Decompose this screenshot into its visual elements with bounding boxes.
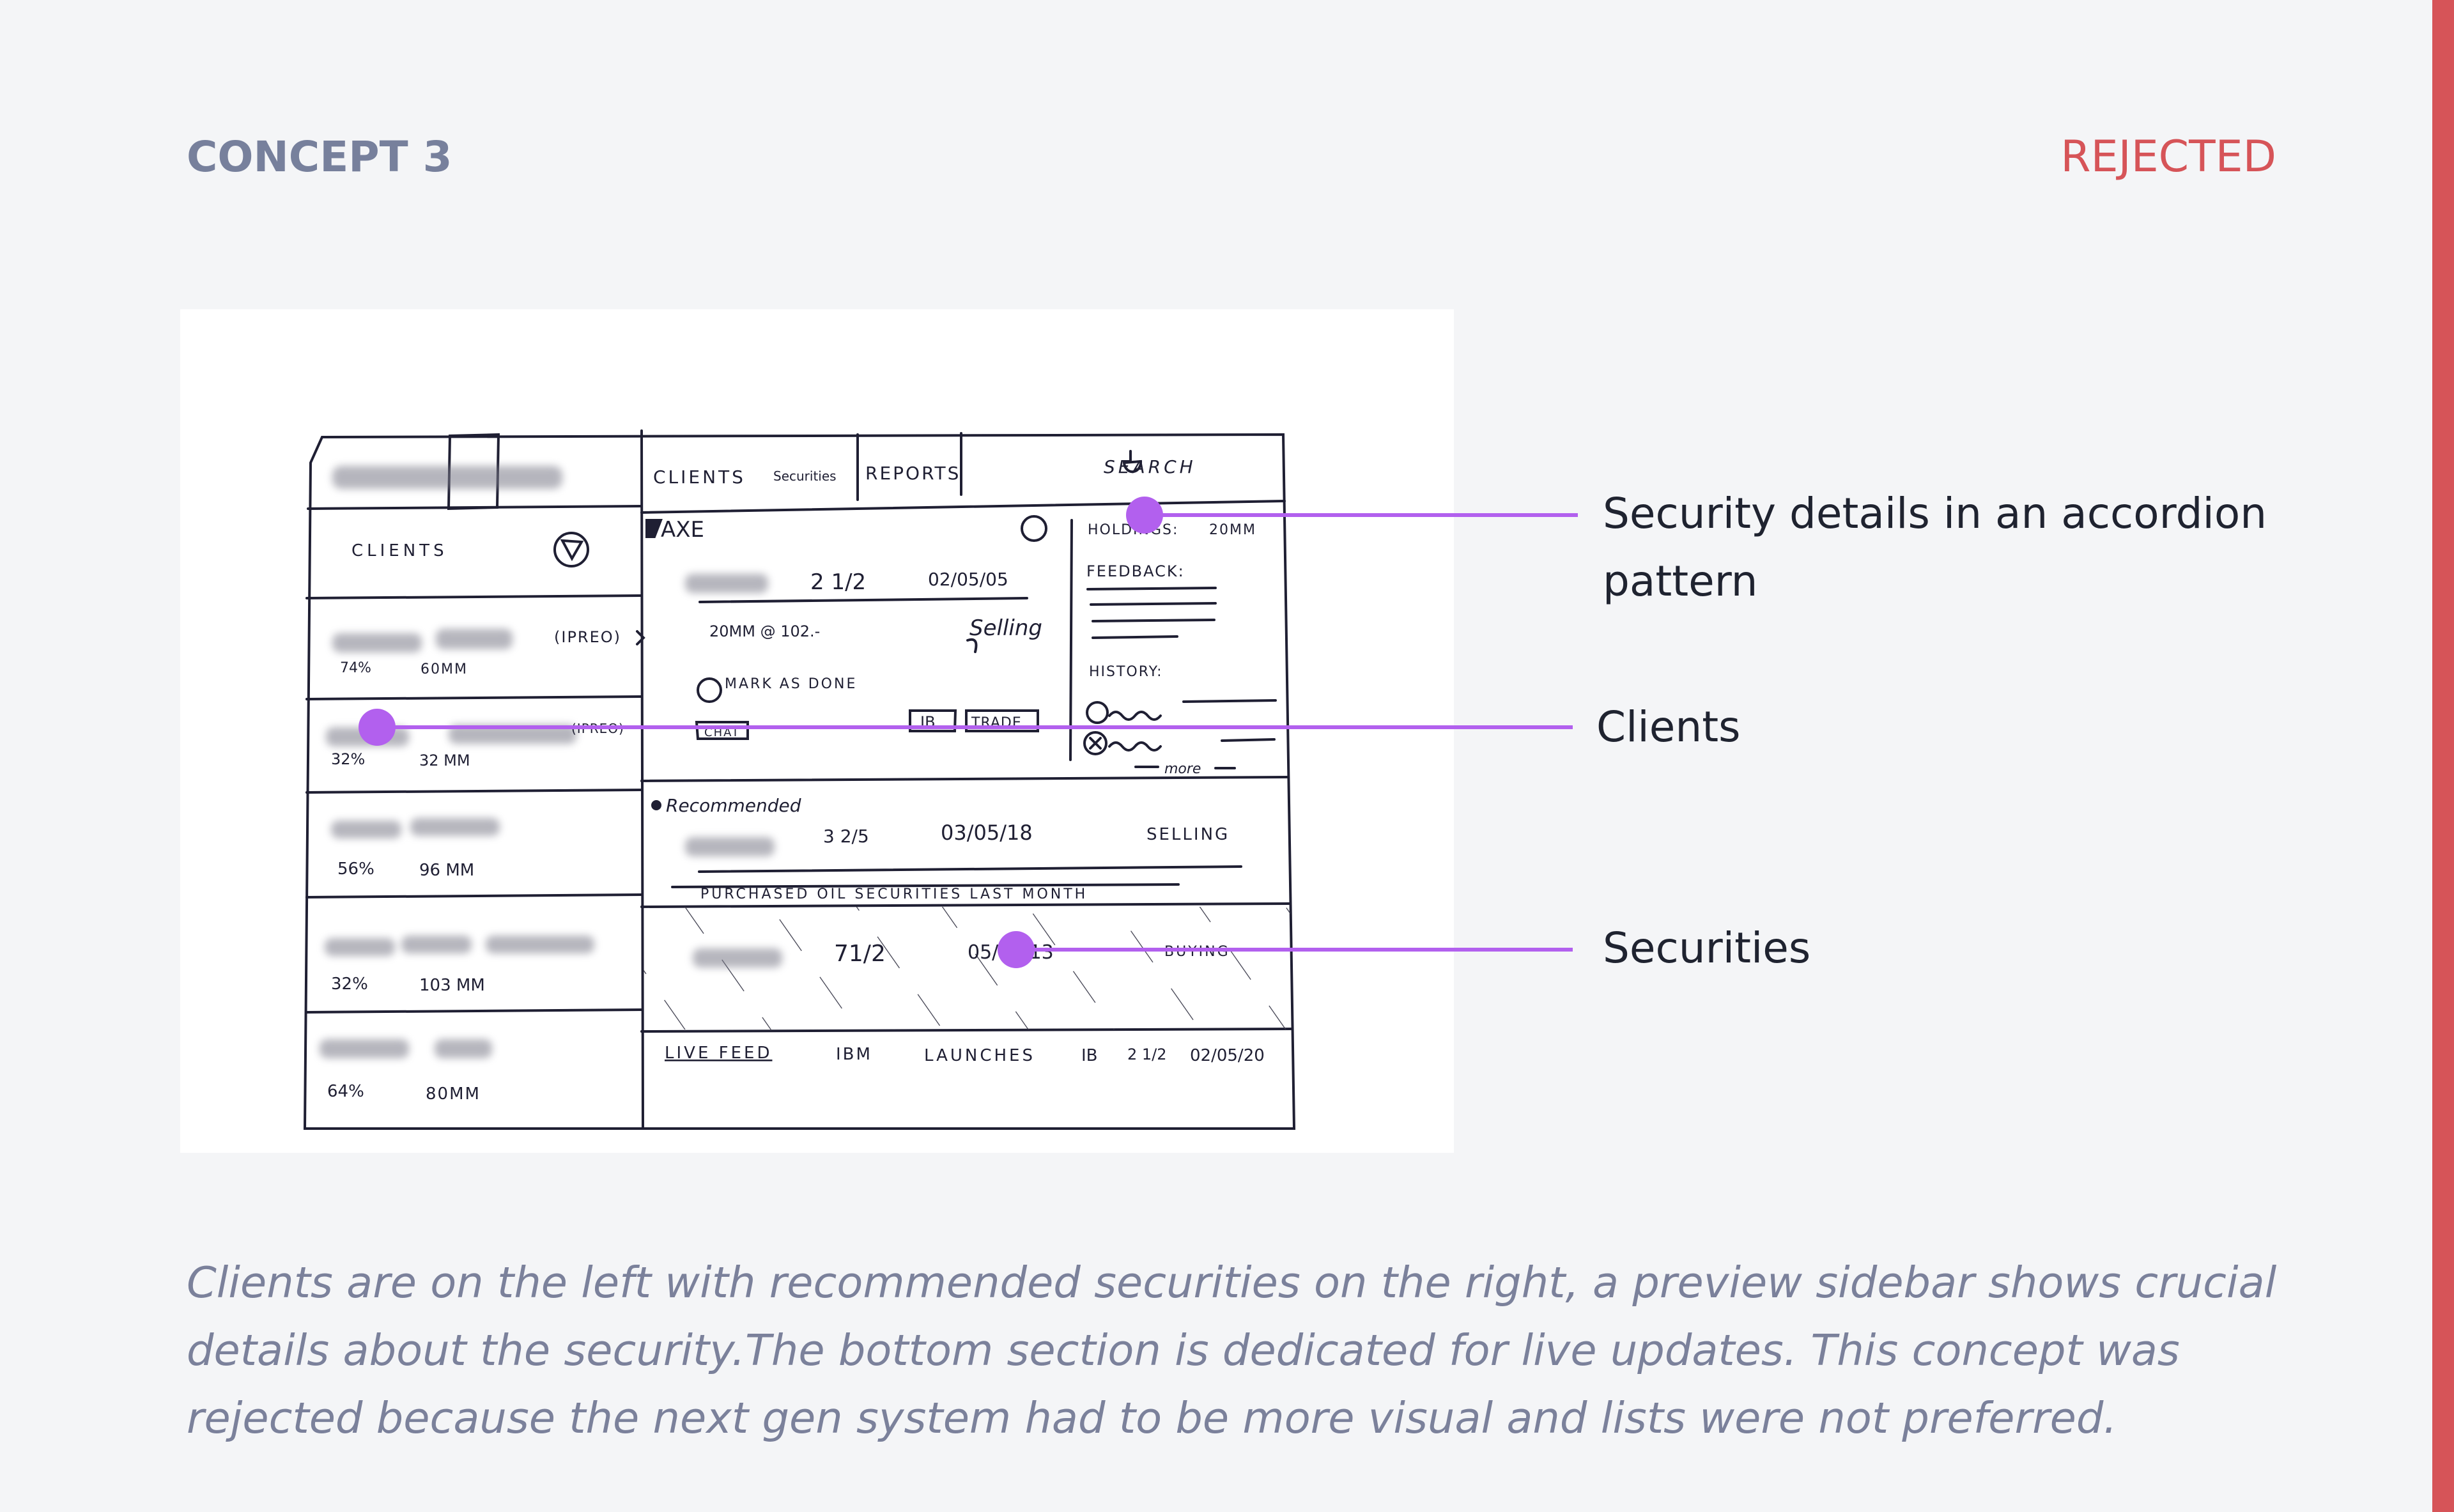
client-5-amount: 80MM: [426, 1084, 481, 1104]
tab-reports: REPORTS: [865, 463, 961, 484]
axe-label: AXE: [661, 517, 704, 543]
callout-clients: Clients: [1596, 702, 1741, 752]
axe-price: 2 1/2: [810, 569, 866, 595]
wireframe-sketch: CLIENTS Securities REPORTS SEARCH CLIENT…: [180, 309, 1454, 1153]
search-label: SEARCH: [1104, 456, 1196, 477]
sketch-handwriting: CLIENTS Securities REPORTS SEARCH CLIENT…: [327, 456, 1265, 1104]
recommended-date: 03/05/18: [941, 821, 1033, 845]
live-feed-ib: IB: [1081, 1046, 1098, 1065]
client-3-amount: 96 MM: [419, 861, 474, 880]
tab-securities: Securities: [773, 468, 837, 484]
tab-clients: CLIENTS: [653, 467, 746, 488]
preview-holdings-label: HOLDINGS:: [1088, 522, 1178, 538]
hatched-security-row: [644, 907, 1290, 1030]
live-feed-date: 02/05/20: [1190, 1046, 1265, 1065]
wireframe-sketch-drawing: CLIENTS Securities REPORTS SEARCH CLIENT…: [303, 429, 1296, 1130]
hatched-row-price: 71/2: [834, 941, 886, 967]
axe-date: 02/05/05: [928, 569, 1008, 590]
callout-securities: Securities: [1603, 923, 1811, 973]
sketch-outlines: [303, 429, 1296, 1130]
recommended-side: SELLING: [1146, 825, 1230, 844]
client-2-tag: (IPREO): [571, 721, 624, 736]
client-2-pct: 32%: [331, 750, 365, 768]
recommended-note: PURCHASED OIL SECURITIES LAST MONTH: [700, 886, 1088, 902]
status-label: REJECTED: [2060, 132, 2276, 182]
client-3-pct: 56%: [337, 860, 374, 879]
client-1-amount: 60MM: [421, 661, 468, 677]
axe-mark-done: MARK AS DONE: [725, 676, 857, 692]
clients-header: CLIENTS: [351, 541, 448, 560]
axe-chat: CHAT: [704, 726, 740, 739]
axe-trade: TRADE: [971, 715, 1022, 731]
hatched-row-side: BUYING: [1164, 944, 1230, 960]
axe-size: 20MM @ 102.-: [709, 622, 820, 640]
preview-history-label: HISTORY:: [1089, 664, 1163, 680]
client-4-amount: 103 MM: [419, 976, 485, 995]
client-1-tag: (IPREO): [554, 628, 621, 646]
axe-ib: IB: [920, 713, 936, 731]
live-feed-headline: LAUNCHES: [924, 1046, 1035, 1065]
client-1-pct: 74%: [340, 660, 371, 676]
concept-label: CONCEPT 3: [187, 132, 452, 181]
axe-side: Selling: [969, 615, 1042, 641]
client-2-amount: 32 MM: [419, 752, 470, 769]
callout-security-details: Security details in an accordion pattern: [1603, 489, 2267, 606]
right-edge-accent-bar: [2432, 0, 2454, 1512]
concept-description: Clients are on the left with recommended…: [187, 1258, 2277, 1443]
live-feed-label: LIVE FEED: [665, 1044, 772, 1063]
recommended-price: 3 2/5: [823, 826, 869, 847]
hatched-row-date: 05/05/13: [968, 941, 1054, 964]
preview-feedback-label: FEEDBACK:: [1086, 562, 1185, 580]
live-feed-ticker: IBM: [836, 1045, 872, 1064]
client-4-pct: 32%: [331, 975, 368, 994]
live-feed-price: 2 1/2: [1127, 1045, 1167, 1063]
recommended-label: Recommended: [666, 795, 801, 816]
client-5-pct: 64%: [327, 1082, 364, 1101]
preview-holdings-value: 20MM: [1209, 522, 1256, 538]
preview-more: more: [1164, 761, 1201, 777]
